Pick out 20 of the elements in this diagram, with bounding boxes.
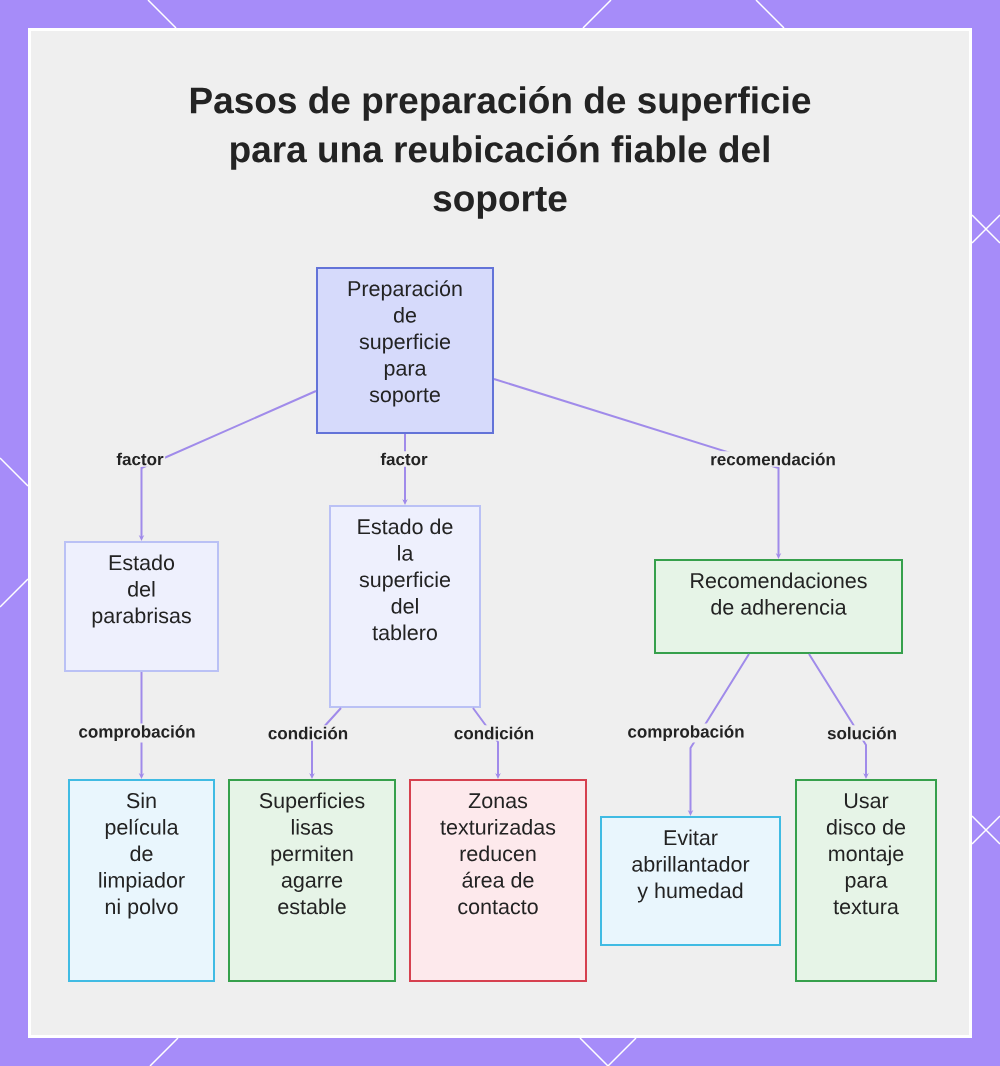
- edge-label: recomendación: [708, 451, 838, 467]
- edge-label: solución: [825, 725, 899, 741]
- concept-box: Estado del parabrisas: [64, 541, 219, 672]
- arrow: [493, 378, 782, 559]
- title: Pasos de preparación de superficie para una reubicación fiable del soporte: [190, 86, 811, 219]
- edge-label: factor: [114, 451, 166, 467]
- concept-box: Zonas texturizadas reducen área de contacto: [409, 779, 587, 982]
- arrow: [309, 707, 342, 779]
- arrow: [472, 707, 501, 779]
- arrow: [808, 653, 869, 779]
- concept-box: Preparación de superficie para soporte: [316, 267, 494, 434]
- concept-box: Usar disco de montaje para textura: [795, 779, 937, 982]
- concept-box: Superficies lisas permiten agarre estable: [228, 779, 396, 982]
- edge-label: factor: [378, 451, 430, 467]
- concept-box: Recomendaciones de adherencia: [654, 559, 903, 654]
- concept-box: Evitar abrillantador y humedad: [600, 816, 781, 946]
- concept-box: Sin película de limpiador ni polvo: [68, 779, 215, 982]
- edge-label: condición: [452, 725, 536, 741]
- concept-box: Estado de la superficie del tablero: [329, 505, 481, 708]
- edge-label: condición: [266, 725, 350, 741]
